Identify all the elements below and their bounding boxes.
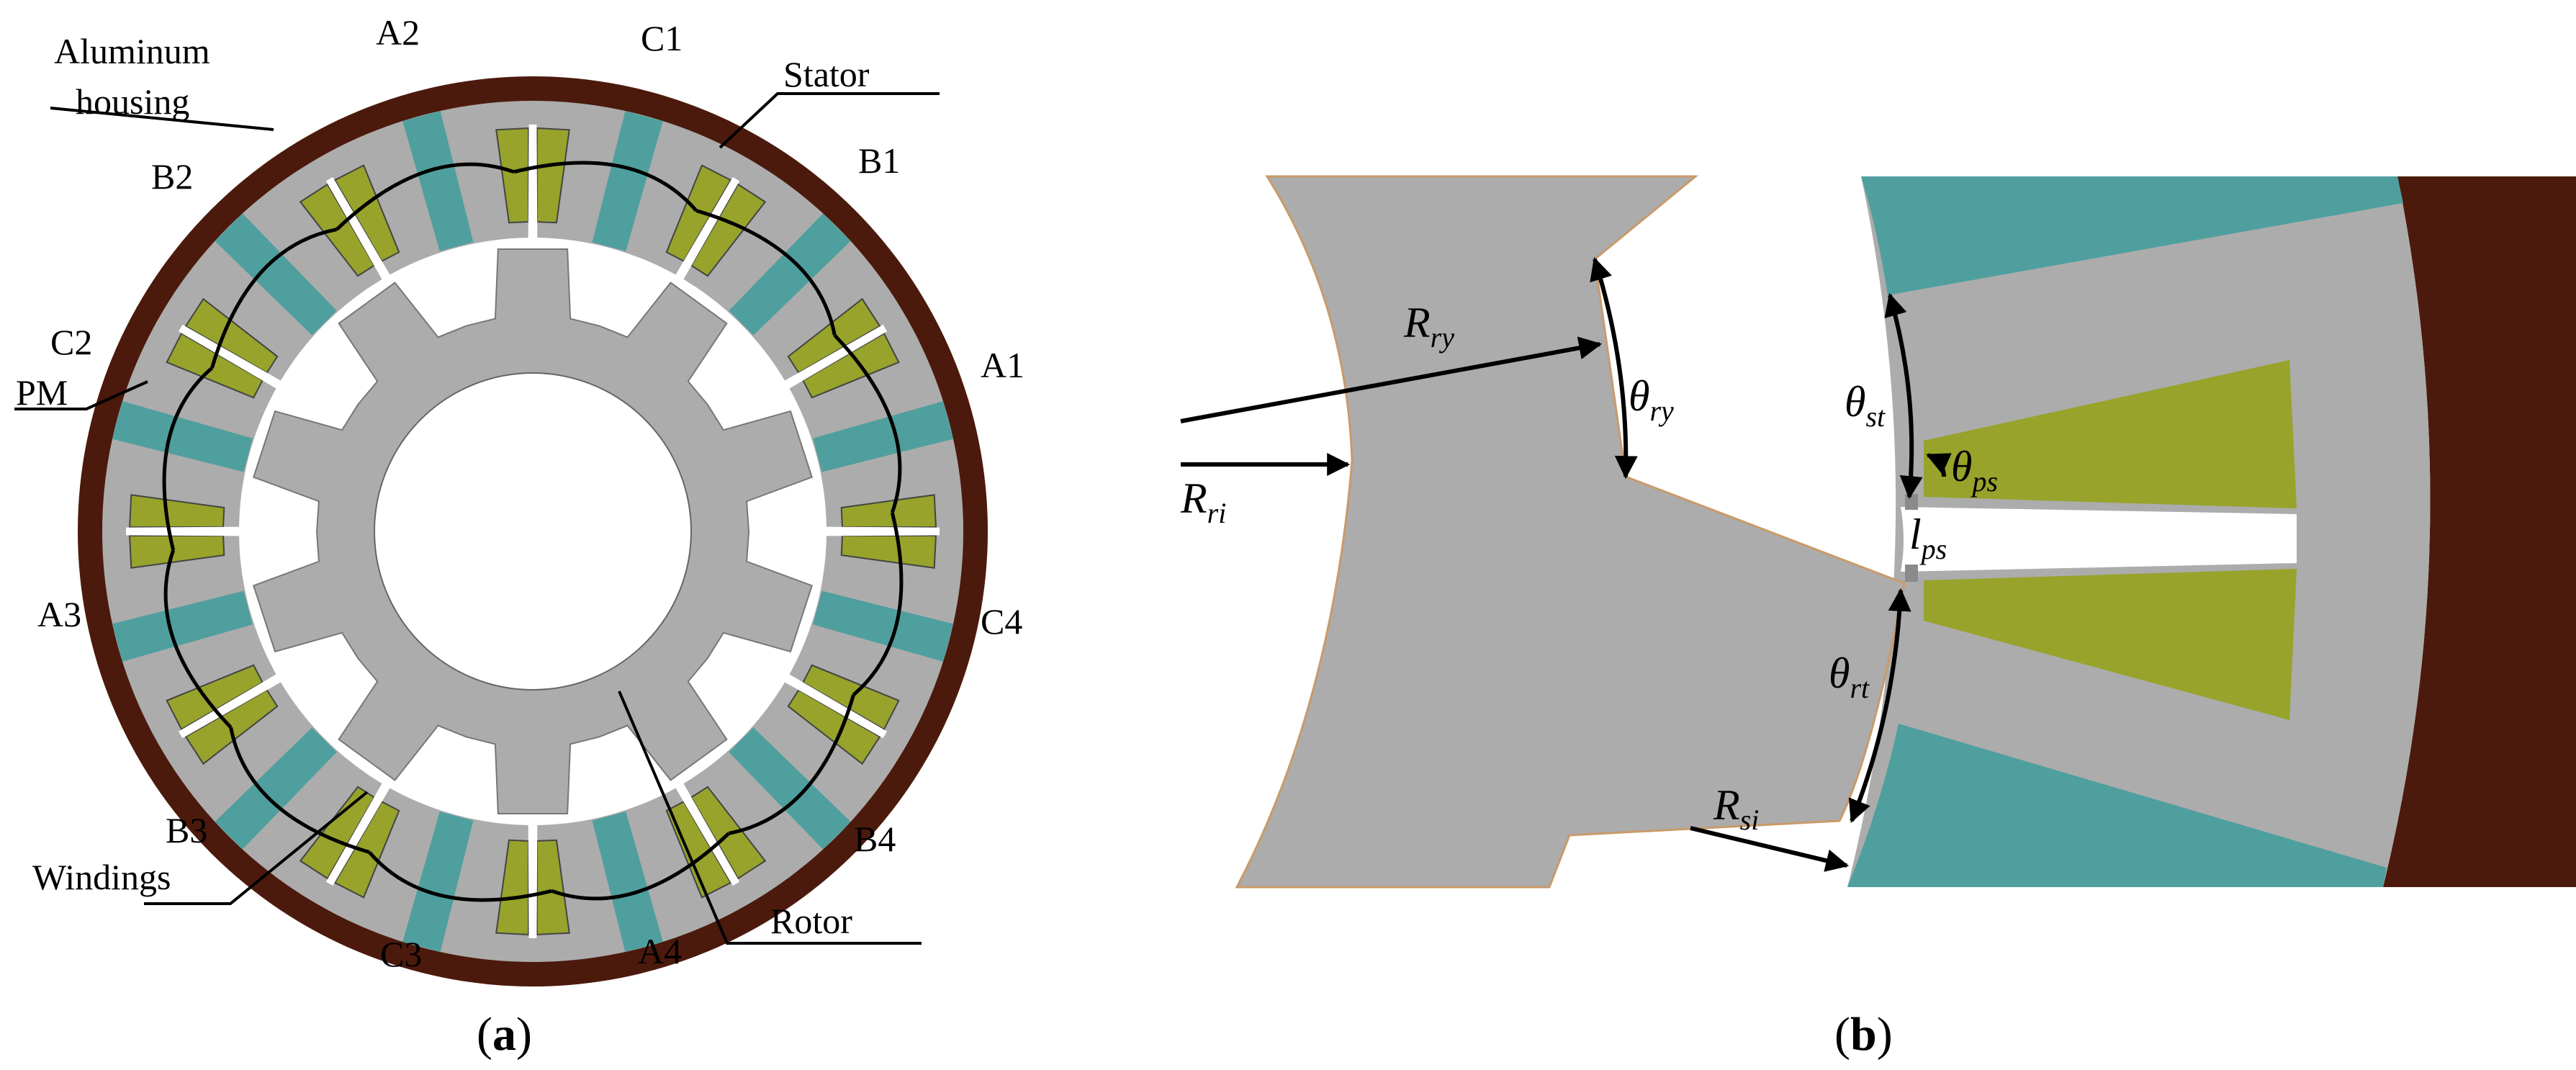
- pm-bar: [729, 213, 851, 336]
- windings-label: Windings: [32, 857, 171, 897]
- symbol-theta-st: θst: [1845, 378, 1886, 433]
- pm-bar: [592, 812, 663, 953]
- phase-label-b4: B4: [854, 819, 896, 859]
- slot-gap: [528, 822, 538, 938]
- winding-arc: [368, 850, 552, 902]
- rotor-leader: [618, 691, 922, 945]
- pm-bar: [112, 401, 253, 472]
- phase-label-c2: C2: [50, 322, 92, 362]
- slot-gap: [674, 177, 740, 282]
- slot-opening: [1901, 507, 2297, 572]
- winding-arc: [728, 694, 855, 835]
- symbol-r-ri: Rri: [1180, 475, 1226, 529]
- symbol-r-si: Rsi: [1713, 781, 1759, 836]
- phase-label-b1: B1: [858, 140, 900, 181]
- pm-bar: [813, 590, 954, 662]
- theta-ry-arc: [1590, 256, 1638, 480]
- dimension-arrows: [1180, 256, 1952, 872]
- winding-connections: [162, 161, 904, 902]
- stator-label: Stator: [783, 54, 870, 94]
- winding-arc: [513, 161, 698, 212]
- rotor-bore: [374, 372, 692, 691]
- phase-label-b2: B2: [151, 156, 193, 197]
- housing-leader: [50, 107, 274, 131]
- slot-gap: [783, 324, 887, 390]
- winding-arc: [335, 162, 515, 231]
- pm-bar: [729, 727, 851, 850]
- slot-gap: [528, 125, 538, 240]
- phase-label-a2: A2: [376, 12, 420, 53]
- slot-gap: [179, 673, 283, 739]
- pm-bar: [813, 401, 954, 472]
- pm-label: PM: [16, 372, 68, 413]
- winding-arc: [852, 512, 904, 696]
- panel-b-detail-view: Rry Rri Rsi θry θst θps θrt lps (b): [1180, 175, 2576, 1061]
- winding-arc: [229, 727, 370, 854]
- symbol-theta-ps: θps: [1951, 443, 1998, 498]
- slot-gap: [179, 324, 283, 390]
- slot-gap: [674, 781, 740, 886]
- pm-leader: [14, 380, 148, 410]
- slot-gap: [783, 673, 887, 739]
- pole-shoe-bottom: [1905, 565, 1918, 582]
- phase-label-b3: B3: [166, 810, 207, 850]
- winding-arc: [551, 832, 731, 901]
- symbol-theta-ry: θry: [1629, 372, 1674, 427]
- symbol-theta-rt: θrt: [1829, 649, 1870, 704]
- housing-label-line1: Aluminum: [54, 31, 210, 71]
- pm-detail-top: [1861, 176, 2403, 295]
- symbol-r-ry: Rry: [1403, 299, 1454, 354]
- theta-st-arc: [1884, 292, 1923, 500]
- leader-lines: [14, 92, 940, 945]
- stator-leader: [719, 92, 940, 149]
- phase-label-a1: A1: [981, 345, 1024, 385]
- winding-arc: [163, 549, 233, 729]
- phase-label-c1: C1: [641, 18, 683, 58]
- pm-bar: [112, 590, 253, 662]
- rotor-detail: [1235, 175, 1906, 889]
- winding-arc: [833, 333, 902, 513]
- winding-arc: [162, 367, 214, 551]
- winding-detail-bottom: [1924, 569, 2297, 720]
- slot-gap: [126, 526, 242, 536]
- slot-gap: [824, 526, 940, 536]
- symbol-l-ps: lps: [1909, 511, 1947, 565]
- r-ry-arrow: [1180, 336, 1603, 423]
- stator-slots: [126, 125, 940, 938]
- pm-bar: [215, 727, 337, 850]
- caption-a: (a): [477, 1008, 532, 1061]
- theta-rt-arc: [1848, 588, 1911, 823]
- slot-gap: [325, 177, 392, 282]
- winding-arc: [210, 228, 338, 369]
- phase-label-a4: A4: [638, 931, 682, 971]
- pm-bar: [402, 110, 474, 251]
- windings-leader: [144, 791, 369, 905]
- panel-a-cross-section: Aluminum housing Stator PM Windings Roto…: [14, 12, 1024, 1061]
- r-si-arrow: [1690, 826, 1850, 872]
- phase-label-c3: C3: [380, 934, 422, 974]
- caption-b: (b): [1834, 1008, 1893, 1061]
- housing-detail: [2383, 176, 2576, 887]
- pm-bar: [215, 213, 337, 336]
- phase-label-a3: A3: [37, 594, 81, 634]
- theta-ps-arc: [1926, 453, 1952, 477]
- rotor-label: Rotor: [770, 901, 852, 941]
- slot-gap: [325, 781, 392, 886]
- pm-detail-bottom: [1847, 724, 2387, 887]
- pm-bar: [592, 110, 663, 251]
- phase-label-c4: C4: [981, 601, 1022, 642]
- pm-bar: [402, 812, 474, 953]
- permanent-magnets: [112, 110, 954, 953]
- winding-arc: [695, 209, 837, 336]
- winding-detail-top: [1924, 360, 2297, 508]
- housing-label-line2: housing: [76, 81, 189, 122]
